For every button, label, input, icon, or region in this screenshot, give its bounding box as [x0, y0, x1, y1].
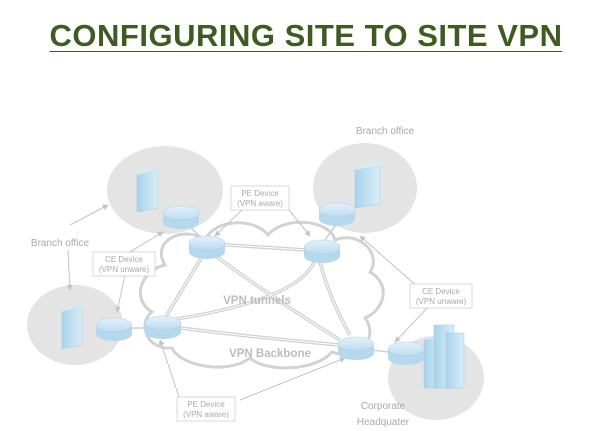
branch-office-left-label: Branch office — [31, 238, 90, 249]
pe-device-top-label-box — [230, 185, 290, 211]
pe-device-bottom-label-box — [176, 396, 236, 422]
router-icon — [387, 341, 425, 365]
pe-device-bottom-label-line1: PE Device — [187, 400, 225, 409]
router-icon — [95, 317, 133, 341]
pe-device-bottom-label-line2: (VPN aware) — [183, 410, 229, 419]
building-icon — [423, 324, 465, 389]
server-icon — [136, 166, 162, 213]
network-cloud-icon — [138, 220, 385, 370]
ce-device-left-label-box — [92, 251, 156, 277]
ce-device-right-label-box — [409, 283, 473, 309]
pe-device-top-label-line2: (VPN aware) — [237, 199, 283, 208]
ce-device-right-label-line2: (VPN unware) — [416, 297, 467, 306]
router-icon — [162, 205, 200, 229]
server-icon — [61, 303, 87, 350]
vpn-backbone-label: VPN Backbone — [229, 348, 311, 360]
router-icon — [188, 235, 226, 259]
ce-device-right-label-line1: CE Device — [422, 287, 460, 296]
ce-device-left-label-line2: (VPN unware) — [99, 265, 150, 274]
router-icon — [303, 239, 341, 263]
server-icon — [354, 162, 385, 209]
corporate-label-line1: Corporate — [361, 401, 406, 412]
router-icon — [144, 315, 182, 339]
branch-office-top-label: Branch office — [356, 126, 415, 137]
ce-device-left-label-line1: CE Device — [105, 255, 143, 264]
slide-title-text: CONFIGURING SITE TO SITE VPN — [49, 18, 563, 53]
slide-title: CONFIGURING SITE TO SITE VPN — [0, 18, 612, 54]
router-icon — [337, 336, 375, 360]
vpn-tunnels-label: VPN tunnels — [223, 295, 291, 307]
router-icon — [318, 202, 356, 226]
pe-device-top-label-line1: PE Device — [241, 189, 279, 198]
corporate-label-line2: Headquater — [357, 417, 410, 428]
